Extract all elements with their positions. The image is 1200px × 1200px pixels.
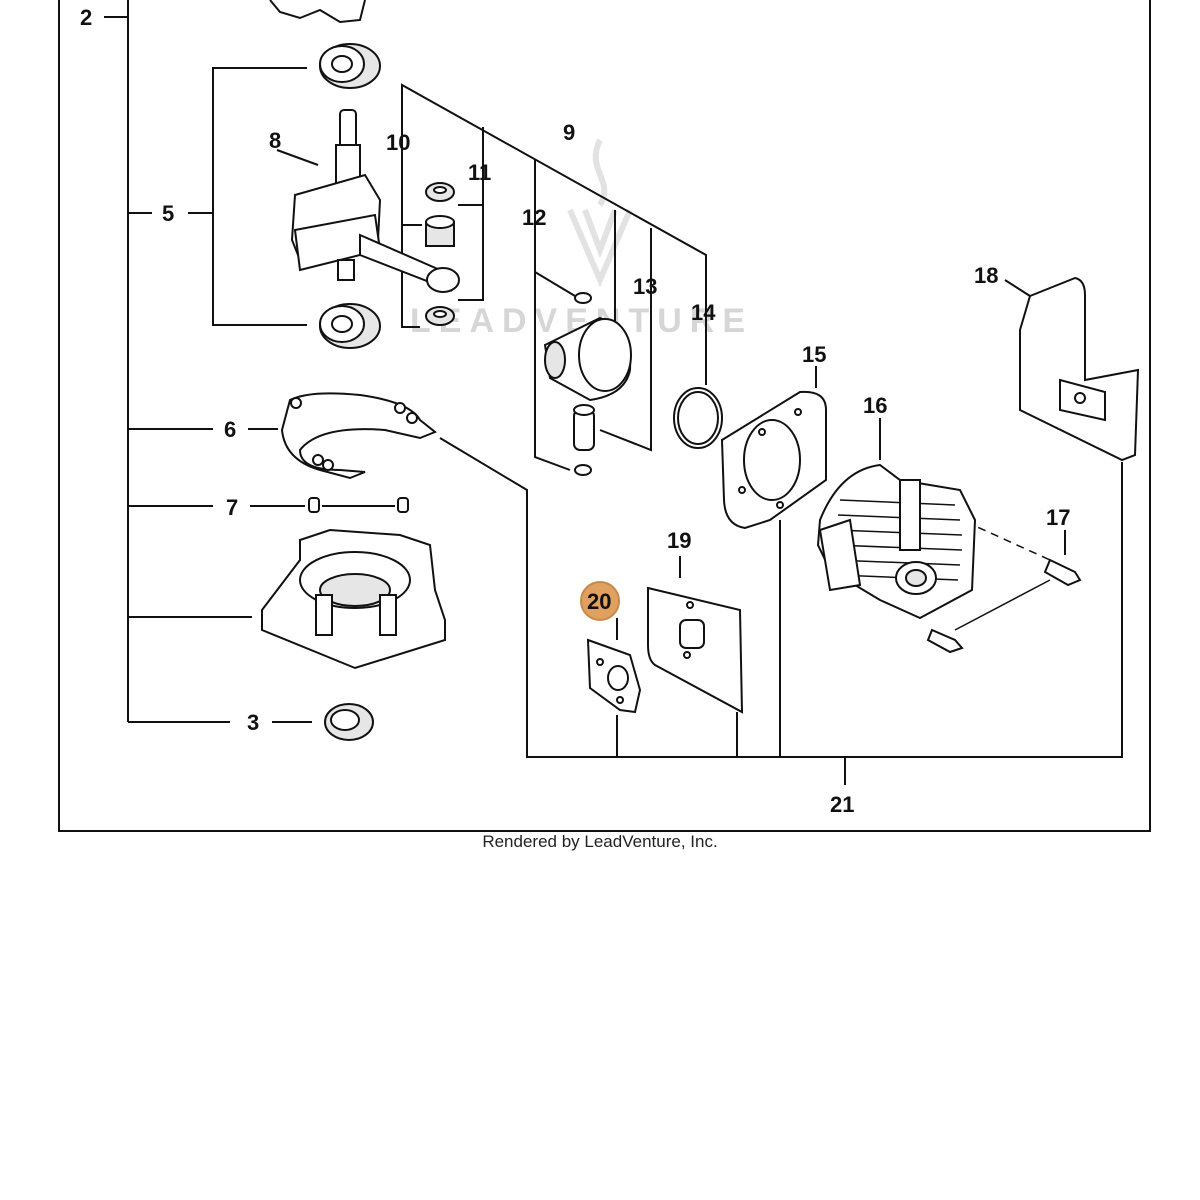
bracket-21 [439, 437, 1123, 758]
circlip-lower [574, 464, 592, 476]
callout-20[interactable]: 20 [587, 589, 611, 614]
dowel-pin-right [397, 497, 409, 513]
piston [543, 316, 632, 402]
bracket-12 [534, 160, 571, 471]
callout-18[interactable]: 18 [974, 263, 998, 288]
callout-7[interactable]: 7 [226, 495, 238, 520]
watermark-logo [567, 138, 633, 288]
callout-12[interactable]: 12 [522, 205, 546, 230]
circlip-upper [574, 292, 592, 304]
callout-15[interactable]: 15 [802, 342, 826, 367]
washer-upper [425, 182, 455, 202]
cylinder-gasket [720, 390, 827, 530]
callout-3[interactable]: 3 [247, 710, 259, 735]
bolt-path [954, 579, 1051, 631]
heat-shield [1019, 276, 1140, 462]
dowel-pin-left [308, 497, 320, 513]
callout-9[interactable]: 9 [563, 120, 575, 145]
footer-credit: Rendered by LeadVenture, Inc. [482, 832, 718, 851]
piston-ring [673, 387, 723, 449]
diagram-frame [58, 0, 1151, 832]
callout-21[interactable]: 21 [830, 792, 854, 817]
lower-bearing [319, 303, 381, 349]
callout-13[interactable]: 13 [633, 274, 657, 299]
oil-seal [324, 703, 374, 741]
top-partial-part [269, 0, 366, 24]
cylinder [816, 463, 977, 620]
bracket-5 [212, 67, 307, 326]
bracket-13 [599, 228, 652, 452]
insulator-gasket [586, 638, 642, 714]
bolt-upper [1043, 558, 1082, 587]
muffler-gasket [647, 586, 744, 714]
callout-5[interactable]: 5 [162, 201, 174, 226]
callout-14[interactable]: 14 [691, 300, 716, 325]
callout-16[interactable]: 16 [863, 393, 887, 418]
leader-12b [534, 271, 576, 297]
upper-bearing [319, 43, 381, 89]
crankcase-gasket [280, 392, 437, 480]
crankshaft [290, 109, 460, 293]
callout-6[interactable]: 6 [224, 417, 236, 442]
bracket-11 [458, 127, 484, 301]
callout-8[interactable]: 8 [269, 128, 281, 153]
washer-lower [425, 306, 455, 326]
highlight-badge[interactable] [580, 581, 620, 621]
callout-2[interactable]: 2 [80, 5, 92, 30]
piston-pin [573, 404, 595, 451]
leader-8 [276, 149, 319, 166]
needle-bearing [425, 215, 455, 247]
callout-11[interactable]: 11 [468, 160, 491, 185]
bolt-lower [926, 628, 964, 654]
leader-18 [1004, 279, 1031, 297]
callout-19[interactable]: 19 [667, 528, 691, 553]
callout-10[interactable]: 10 [386, 130, 410, 155]
crankcase [261, 528, 446, 670]
callout-17[interactable]: 17 [1046, 505, 1070, 530]
